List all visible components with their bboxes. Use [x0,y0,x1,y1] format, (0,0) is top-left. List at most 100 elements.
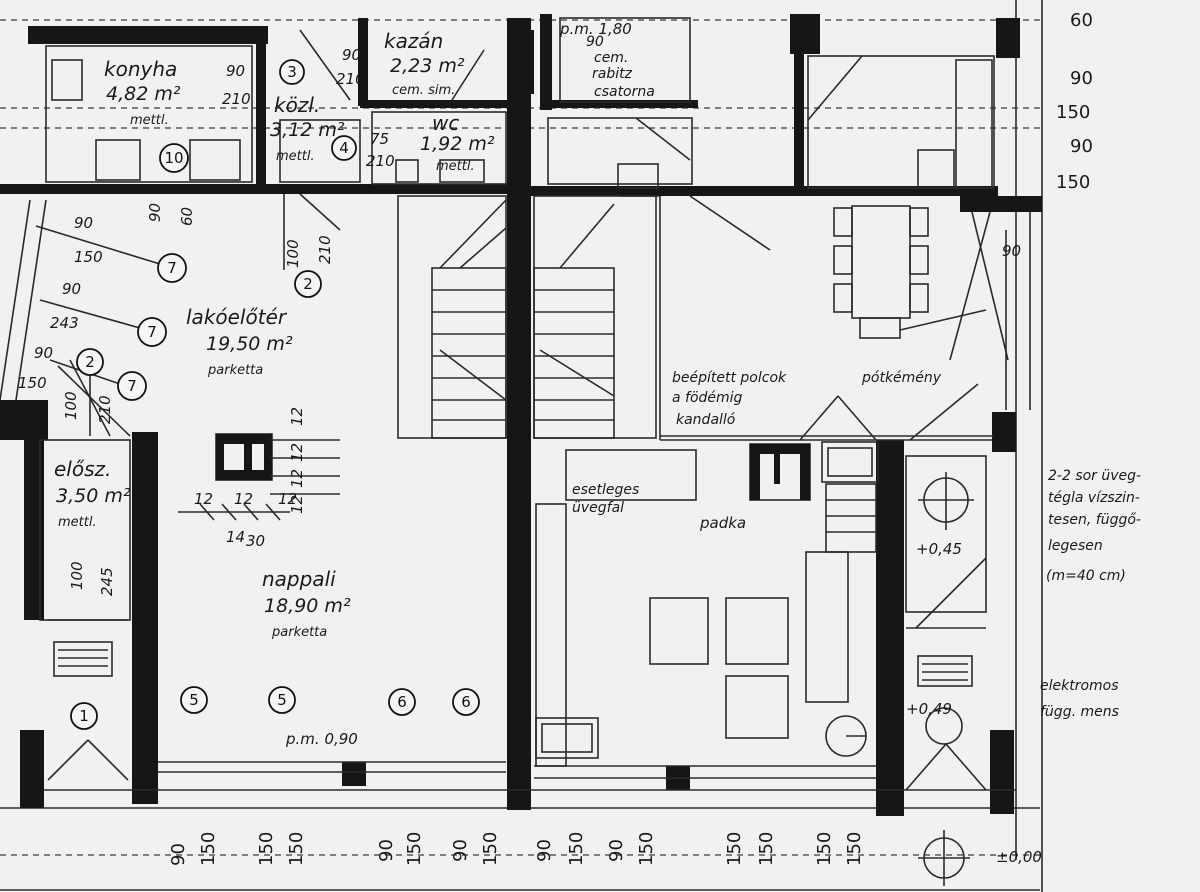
annotations: p.m. 1,80 cem. rabitz csatorna beépített… [285,20,1141,866]
stair-v-1: 12 [288,407,306,426]
living-name: nappali [262,567,336,591]
wc-floor: mettl. [436,159,475,174]
svg-text:3: 3 [287,63,297,81]
bottom-dim-1: 90 [168,843,189,866]
svg-text:7: 7 [127,377,137,395]
glassbrick-note-2: tégla vízszin- [1048,490,1140,506]
bottom-dim-16: 150 [844,832,865,866]
bottom-dim-3: 150 [256,832,277,866]
electric-note-2: függ. mens [1040,704,1119,720]
boiler-area: 2,23 m² [390,55,465,77]
bottom-dim-12: 150 [636,832,657,866]
bottom-dim-11: 90 [606,839,627,862]
svg-text:1: 1 [79,707,89,725]
corridor-door-h: 210 [336,70,365,88]
bottom-dim-8: 150 [480,832,501,866]
hall-win-4: 243 [50,314,79,332]
tag-7c: 7 [117,371,147,401]
corridor-floor: mettl. [276,149,315,164]
hall-win-5: 90 [34,344,53,362]
living-area: 18,90 m² [264,595,351,617]
kitchen-area: 4,82 m² [106,83,181,105]
wc-door-h: 210 [366,152,395,170]
bottom-dimensions: 90 150 150 150 90 150 90 150 90 150 90 1… [168,832,865,866]
bottom-dim-5: 90 [376,839,397,862]
svg-text:10: 10 [164,149,183,167]
bottom-dim-9: 90 [534,839,555,862]
svg-text:7: 7 [147,323,157,341]
fireplace-note: kandalló [676,412,736,428]
shelves-note-1: beépített polcok [672,370,787,386]
bottom-dim-14: 150 [756,832,777,866]
opening-dimensions: 90 210 90 210 75 210 90 60 100 210 90 15… [18,34,1021,596]
element-tags: 10 3 4 7 7 7 2 2 1 5 5 6 6 [70,59,480,730]
stair-dim-3: 12 [278,490,297,508]
hall-win-2: 150 [74,248,103,266]
right-dim-5: 150 [1056,172,1090,193]
right-dim-1: 60 [1070,10,1093,31]
stair-v-2: 12 [288,443,306,462]
entry-door-w: 100 [68,561,86,590]
stair-dim-2: 12 [234,490,253,508]
right-dim-4: 90 [1070,136,1093,157]
hall-floor: parketta [207,363,263,378]
living-window [44,761,1016,791]
entry-name: elősz. [54,457,111,481]
right-win-dim: 90 [1002,242,1021,260]
cem-note: cem. [594,50,628,66]
entry-area: 3,50 m² [56,485,131,507]
shelves-note-2: a födémig [672,390,743,406]
wc-name: wc [432,111,459,135]
service-rooms [45,17,995,189]
stair-dim-5: 30 [246,532,265,550]
stair-v-3: 12 [288,469,306,488]
tag-2a: 2 [294,270,322,298]
hall-win-6: 150 [18,374,47,392]
tag-1: 1 [70,702,98,730]
bottom-dim-10: 150 [566,832,587,866]
level-045: +0,45 [916,540,962,558]
svg-text:6: 6 [397,693,407,711]
level-049: +0,49 [906,700,952,718]
svg-text:7: 7 [167,259,177,277]
pm-090-note: p.m. 0,90 [285,730,358,748]
right-apartment-furniture [535,195,1031,886]
wc-door-w: 75 [370,130,389,148]
living-floor: parketta [271,625,327,640]
corridor-door-w: 90 [342,46,361,64]
wc-area: 1,92 m² [420,133,495,155]
glassbrick-note-4: legesen [1048,538,1103,554]
hall-name: lakóelőtér [186,305,288,329]
csatorna-note: csatorna [594,84,655,100]
glassbrick-note-5: (m=40 cm) [1046,568,1126,584]
tag-5a: 5 [180,686,208,714]
tag-10: 10 [159,143,189,173]
glassbrick-note-1: 2-2 sor üveg- [1048,468,1141,484]
svg-text:5: 5 [189,691,199,709]
tag-4: 4 [331,135,357,161]
chimney-note: pótkémény [861,370,942,386]
level-000: ±0,00 [996,848,1042,866]
hall-door-w: 100 [284,239,302,268]
pm-top-note: p.m. 1,80 [559,20,632,38]
bottom-dim-13: 150 [724,832,745,866]
bottom-dim-4: 150 [286,832,307,866]
walls [0,14,1042,816]
tag-7b: 7 [137,317,167,347]
hall-win-3: 90 [62,280,81,298]
right-dimensions: 60 90 150 90 150 [1056,10,1093,193]
hall-area: 19,50 m² [206,333,293,355]
tag-7a: 7 [157,253,187,283]
pm-small-dim: 90 [586,34,604,50]
glassbrick-note-3: tesen, függő- [1048,512,1141,528]
bench-note: padka [699,514,746,532]
kitchen-door-h: 210 [222,90,251,108]
svg-text:4: 4 [339,139,349,157]
staircases [397,195,657,439]
tag-6a: 6 [388,688,416,716]
stair-dim-4: 14 [226,528,245,546]
glass-note-1: esetleges [572,482,639,498]
stair-dimensions: 12 12 12 14 30 12 12 12 12 [194,407,306,550]
boiler-name: kazán [384,29,443,53]
right-dim-3: 150 [1056,102,1090,123]
